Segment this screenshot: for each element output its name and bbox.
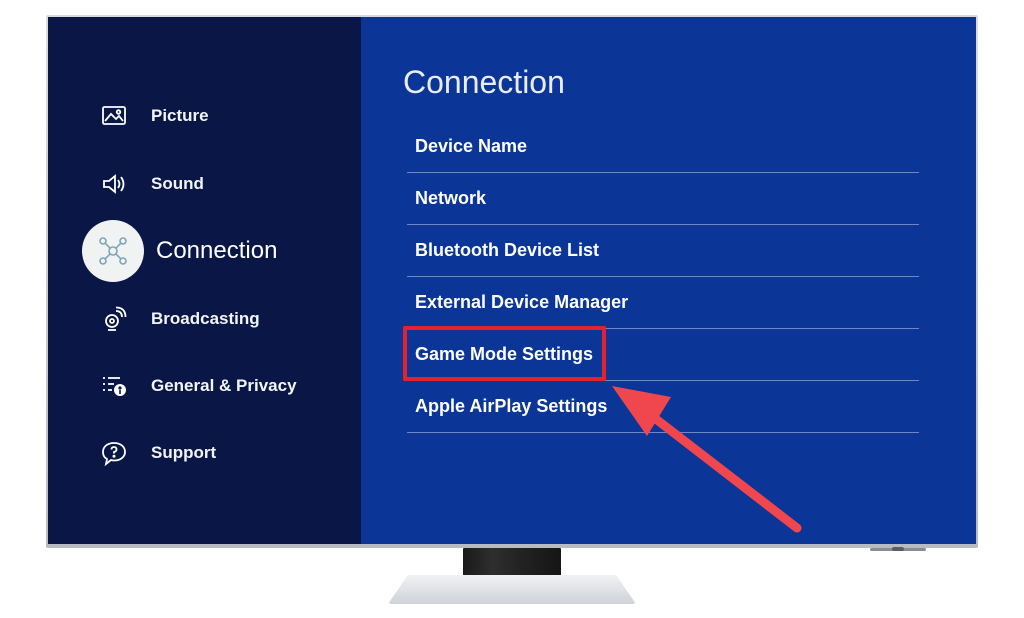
page-title: Connection: [403, 64, 565, 100]
sidebar-item-label: Sound: [151, 174, 204, 193]
sidebar-item-label: Support: [151, 443, 217, 462]
tv-screen: Picture Sound: [48, 17, 976, 544]
menu-item-apple-airplay-settings[interactable]: Apple AirPlay Settings: [407, 381, 919, 433]
sidebar-item-label: Broadcasting: [151, 309, 260, 328]
general-privacy-icon: [96, 368, 132, 404]
settings-sidebar: Picture Sound: [48, 17, 361, 544]
menu-item-device-name[interactable]: Device Name: [407, 121, 919, 173]
connection-icon: [82, 220, 144, 282]
menu-item-game-mode-settings[interactable]: Game Mode Settings: [407, 329, 919, 381]
sidebar-item-picture[interactable]: Picture: [96, 96, 209, 136]
menu-item-bluetooth-device-list[interactable]: Bluetooth Device List: [407, 225, 919, 277]
sidebar-item-support[interactable]: Support: [96, 433, 216, 473]
menu-item-external-device-manager[interactable]: External Device Manager: [407, 277, 919, 329]
sound-icon: [96, 166, 132, 202]
support-icon: [96, 435, 132, 471]
tv-stand-neck: [463, 548, 561, 576]
connection-panel: Connection Device Name Network Bluetooth…: [361, 17, 976, 544]
sidebar-item-label: General & Privacy: [151, 376, 297, 395]
sidebar-item-sound[interactable]: Sound: [96, 164, 204, 204]
sidebar-item-general-privacy[interactable]: General & Privacy: [96, 366, 297, 406]
broadcasting-icon: [96, 301, 132, 337]
menu-item-network[interactable]: Network: [407, 173, 919, 225]
tv-indicator-dot: [892, 547, 904, 551]
tv-stand-base: [388, 575, 636, 604]
sidebar-item-label: Connection: [156, 237, 278, 264]
connection-menu: Device Name Network Bluetooth Device Lis…: [407, 121, 919, 433]
picture-icon: [96, 98, 132, 134]
sidebar-item-label: Picture: [151, 106, 209, 125]
sidebar-item-broadcasting[interactable]: Broadcasting: [96, 299, 260, 339]
sidebar-item-connection[interactable]: Connection: [82, 220, 277, 282]
